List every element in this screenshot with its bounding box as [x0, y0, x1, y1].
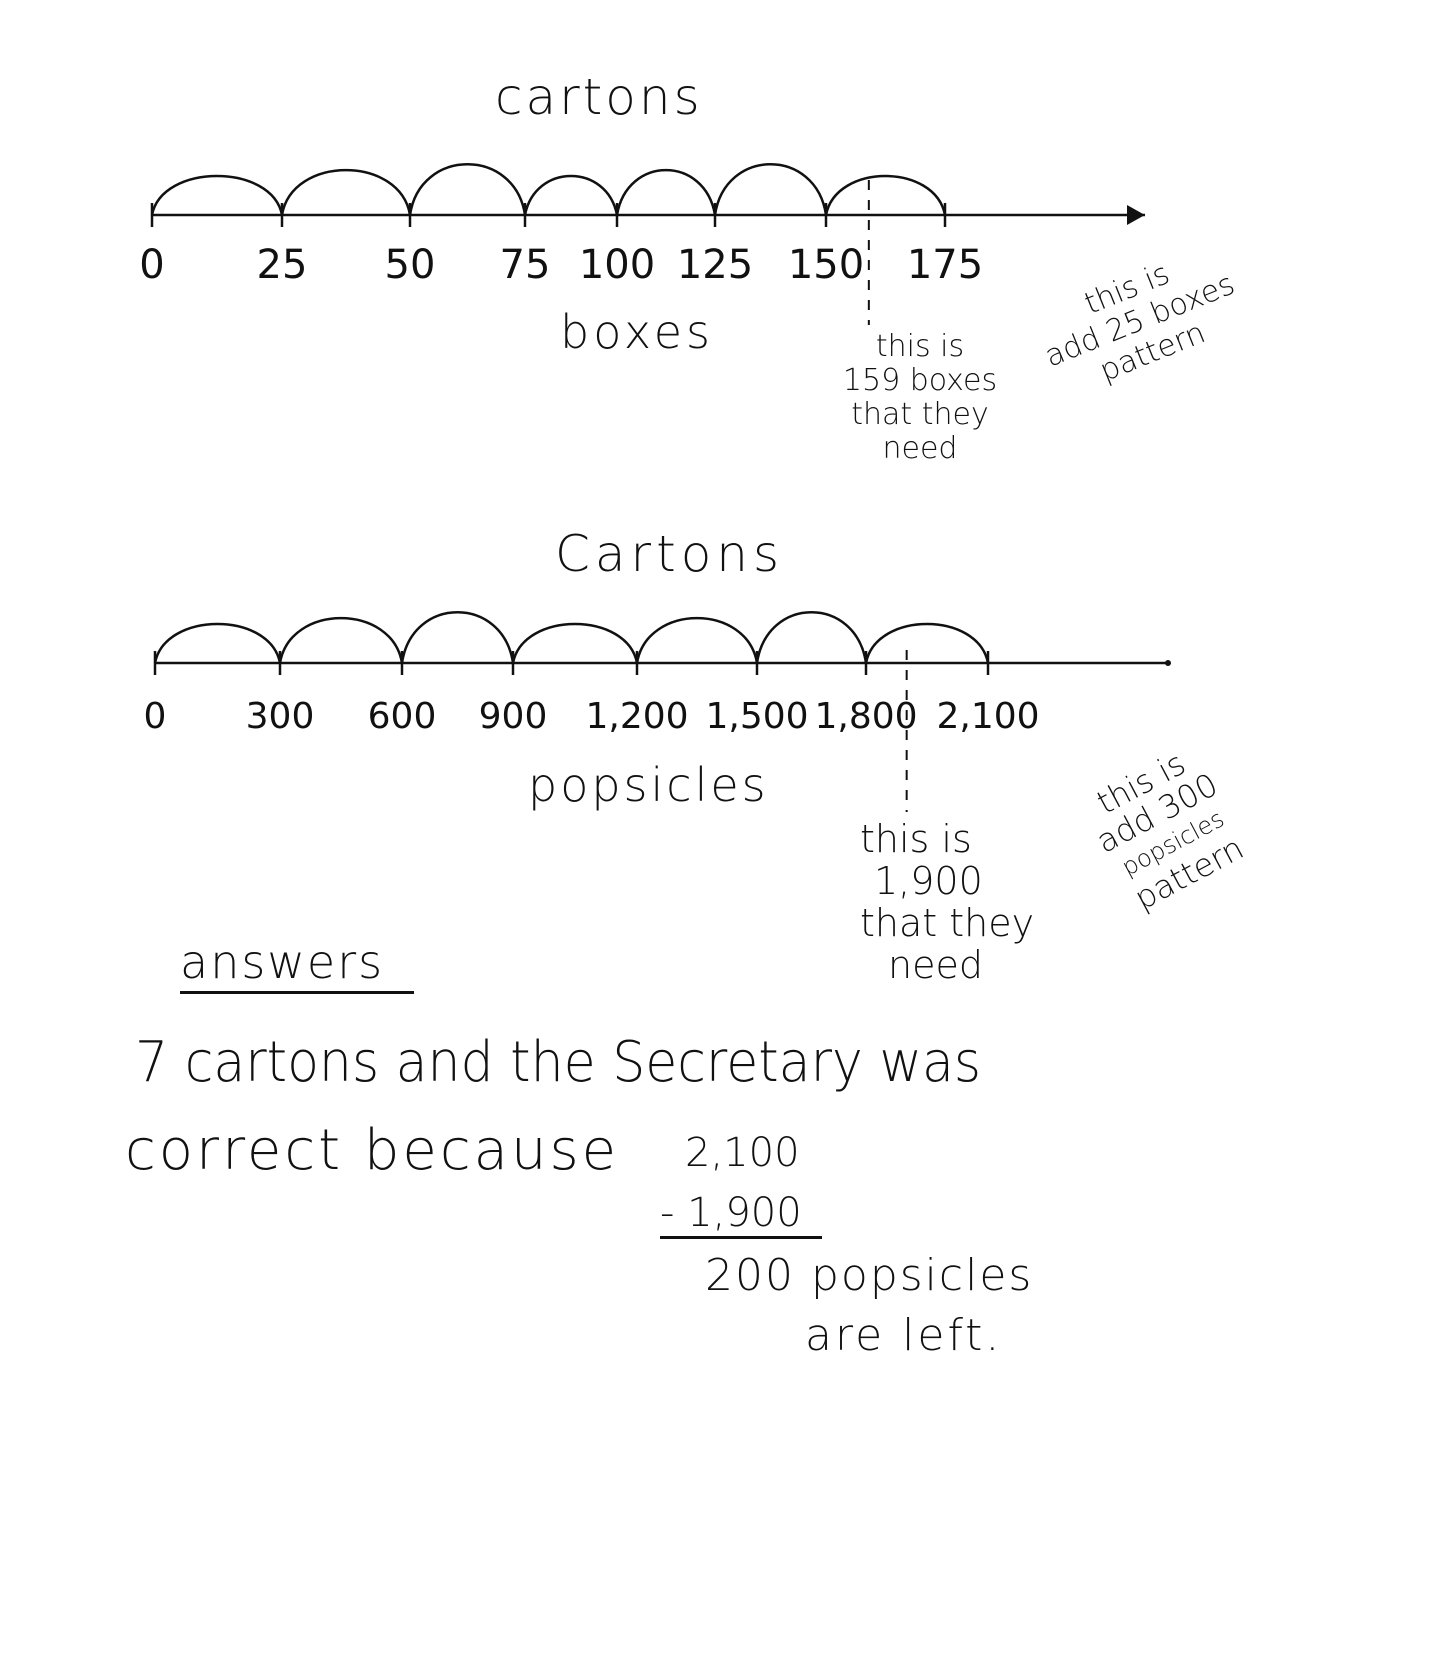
number_line_2-tick-label: 1,500 [705, 696, 808, 737]
number_line_2-tick-label: 0 [144, 696, 167, 737]
subtraction-result-2: are left. [805, 1310, 1003, 1361]
number_line_2-tick-label: 600 [368, 696, 437, 737]
number_line_1-tick-label: 125 [677, 242, 753, 288]
line2-marker-note: this is 1,900 that they need [860, 818, 1034, 986]
number_line_2-jump-arc [278, 617, 404, 664]
line2-axis-label: popsicles [528, 758, 769, 812]
number_line_2-jump-arc [153, 622, 282, 664]
number_line_2-end-dot [1165, 660, 1171, 666]
number_line_1-jump-arc [824, 174, 947, 216]
number_line_1-tick-label: 50 [385, 242, 436, 288]
number_line_2-jump-arc [400, 611, 515, 664]
number_line_2-jump-arc [511, 622, 639, 664]
number_line_1-jump-arc [408, 163, 527, 216]
answer-line-2: correct because [125, 1118, 620, 1183]
number_line_1-tick-label: 175 [907, 242, 983, 288]
line1-axis-label: boxes [560, 305, 715, 359]
note-line: 159 boxes [842, 363, 998, 398]
number_line_2-tick-label: 1,800 [814, 696, 917, 737]
number_line_1-tick-label: 0 [139, 242, 164, 288]
subtraction-minus: - 1,900 [660, 1190, 822, 1239]
note-line: this is [860, 817, 972, 861]
number_line_1-arrow-icon [1127, 205, 1145, 225]
number_line_1-jump-arc [280, 168, 412, 216]
line2-title: Cartons [555, 525, 785, 583]
subtraction-top: 2,100 [685, 1130, 800, 1176]
number_line_1-jump-arc [615, 169, 717, 216]
number_line_1-jump-arc [713, 163, 828, 216]
number_line_2-jump-arc [755, 611, 868, 664]
note-line: that they [860, 901, 1035, 945]
note-line: 1,900 [874, 859, 983, 903]
number_line_2-tick-label: 2,100 [936, 696, 1039, 737]
answer-line-1: 7 cartons and the Secretary was [135, 1030, 981, 1095]
number_line_1-jump-arc [523, 174, 619, 216]
note-line: need [882, 431, 958, 466]
note-line: this is [875, 329, 965, 364]
number_line_1-tick-label: 75 [500, 242, 551, 288]
number_line_2-jump-arc [864, 622, 990, 664]
number_line_2-tick-label: 300 [246, 696, 315, 737]
subtraction-result: 200 popsicles [705, 1250, 1034, 1301]
answers-heading: answers [180, 935, 415, 994]
number_line_1-jump-arc [150, 174, 284, 216]
number_line_1-tick-label: 25 [257, 242, 308, 288]
number_line_1-tick-label: 100 [579, 242, 655, 288]
number_line_1-tick-label: 150 [788, 242, 864, 288]
note-line: need [888, 943, 983, 987]
note-line: that they [851, 397, 989, 432]
number_line_2-tick-label: 1,200 [585, 696, 688, 737]
number_line_2-tick-label: 900 [479, 696, 548, 737]
line1-title: cartons [495, 68, 703, 126]
number_line_2-jump-arc [635, 617, 759, 664]
line1-marker-note: this is 159 boxes that they need [835, 330, 1005, 466]
